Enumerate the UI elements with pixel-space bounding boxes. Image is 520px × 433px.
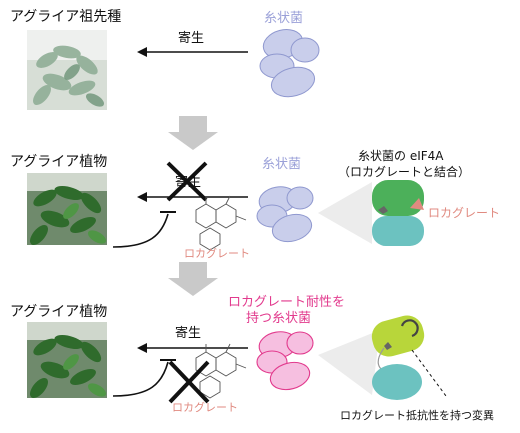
fungus-label-row1: 糸状菌 xyxy=(264,11,304,26)
rocaglate-structure-row2 xyxy=(195,195,247,251)
ancestor-plant-photo xyxy=(27,30,107,110)
aglaia-plant-title-row2: アグライア植物 xyxy=(10,154,108,170)
parasitism-label-row2: 寄生 xyxy=(175,175,202,190)
parasitism-label-row1: 寄生 xyxy=(178,31,205,46)
zoom-callout-row3 xyxy=(318,330,380,395)
inhibition-line-row2 xyxy=(112,213,169,248)
aglaia-plant-photo-1 xyxy=(27,173,107,245)
resistant-fungus-label-line1: ロカグレート耐性を xyxy=(228,295,346,310)
mutation-label: ロカグレート抵抗性を持つ変異 xyxy=(340,409,494,422)
eif4a-bound-rocaglate-label: ロカグレート xyxy=(428,206,501,220)
blocked-x-row3 xyxy=(168,360,210,404)
zoom-callout-row2 xyxy=(318,182,372,244)
inhibition-line-row3 xyxy=(112,361,169,397)
fungus-label-row2: 糸状菌 xyxy=(262,157,302,172)
down-arrow-2 xyxy=(168,262,218,296)
aglaia-plant-photo-2 xyxy=(27,322,107,398)
blocked-x-row2 xyxy=(166,161,208,202)
down-arrow-1 xyxy=(168,116,218,150)
parasitism-label-row3: 寄生 xyxy=(175,326,202,341)
fungus-icon-row1 xyxy=(259,29,320,98)
resistant-fungus-label-line2: 持つ糸状菌 xyxy=(246,311,312,326)
eif4a-protein-normal xyxy=(372,180,424,246)
eif4a-protein-mutant xyxy=(371,315,447,400)
fungus-icon-row2 xyxy=(256,186,314,243)
ancestor-plant-title: アグライア祖先種 xyxy=(10,9,122,25)
rocaglate-label-row3: ロカグレート xyxy=(172,401,238,414)
rocaglate-label-row2: ロカグレート xyxy=(184,247,250,260)
aglaia-plant-title-row3: アグライア植物 xyxy=(10,304,108,320)
resistant-fungus-icon xyxy=(256,331,314,391)
eif4a-title-line2: （ロカグレートと結合） xyxy=(338,165,471,179)
eif4a-title-line1: 糸状菌の eIF4A xyxy=(358,149,444,163)
rocaglate-structure-row3 xyxy=(195,343,247,399)
